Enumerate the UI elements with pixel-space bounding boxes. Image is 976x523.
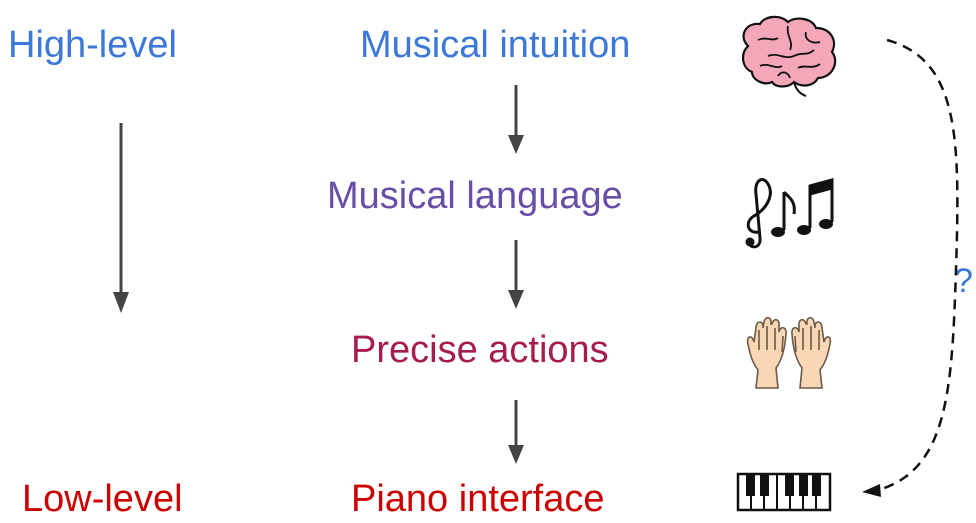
high-level-label: High-level	[8, 24, 177, 66]
hands-icon	[746, 316, 832, 389]
shortcut-dashed-arrow	[862, 38, 959, 497]
stage-label-musical-intuition: Musical intuition	[360, 24, 631, 66]
stage-label-piano-interface: Piano interface	[351, 478, 605, 520]
brain-icon	[742, 15, 837, 97]
arrow-actions-to-interface	[508, 400, 524, 464]
hierarchy-axis-arrow	[113, 123, 129, 313]
low-level-label: Low-level	[22, 478, 183, 520]
arrow-language-to-actions	[508, 240, 524, 309]
piano-keys-icon	[736, 472, 832, 512]
stage-label-musical-language: Musical language	[327, 175, 623, 217]
stage-label-precise-actions: Precise actions	[351, 329, 609, 371]
music-notes-icon	[745, 178, 834, 249]
shortcut-question-label: ?	[954, 262, 973, 300]
arrow-intuition-to-language	[508, 85, 524, 154]
